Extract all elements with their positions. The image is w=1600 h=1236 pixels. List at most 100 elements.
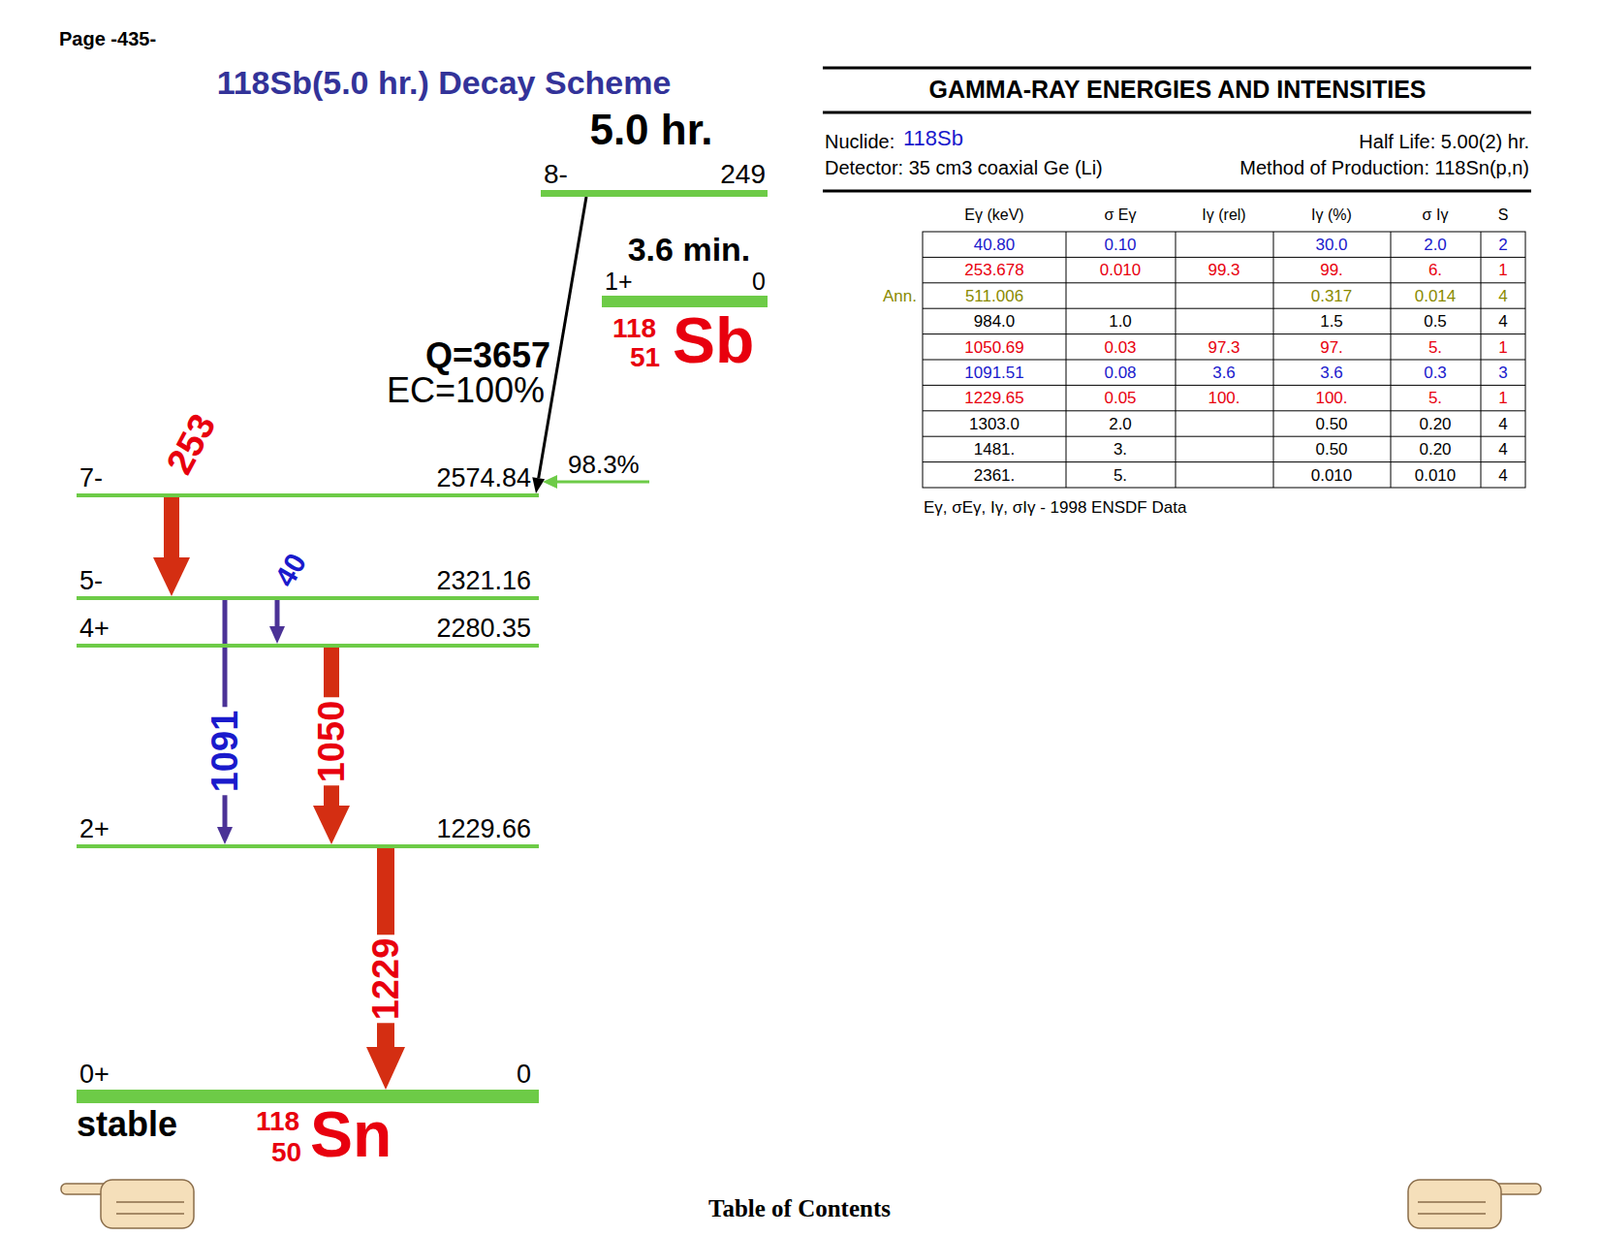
level-energy: 1229.66 <box>436 815 532 843</box>
table-cell: 2361. <box>973 467 1016 484</box>
hand-crease <box>1417 1212 1486 1215</box>
column-header: S <box>1498 207 1509 223</box>
transition-energy: 253 <box>158 405 223 482</box>
level-energy: 2574.84 <box>436 465 532 492</box>
table-rule <box>822 189 1532 193</box>
transition-energy: 40 <box>268 545 314 594</box>
gamma-transition <box>153 497 190 597</box>
feeding-arrowhead <box>542 474 558 489</box>
stability-note: stable <box>76 1106 178 1142</box>
mass-number: 118 <box>612 314 657 343</box>
table-cell: 0.08 <box>1103 364 1136 381</box>
table-cell: 1.5 <box>1319 313 1344 330</box>
transition-energy: 1050 <box>313 697 350 786</box>
table-cell: 0.03 <box>1103 339 1136 356</box>
table-cell: 0.10 <box>1103 236 1136 253</box>
column-header: σ Iγ <box>1422 207 1449 223</box>
gamma-transition <box>313 647 350 845</box>
nav-link: Table of Contents <box>708 1195 891 1221</box>
table-cell: 5. <box>1428 339 1443 356</box>
arrow-shaft <box>163 497 180 558</box>
table-cell: 984.0 <box>973 313 1016 330</box>
table-cell: 0.010 <box>1311 467 1353 484</box>
grid-line <box>922 308 1526 310</box>
half-life: 3.6 min. <box>627 232 752 266</box>
table-cell: 0.5 <box>1423 313 1447 330</box>
table-cell: 0.014 <box>1414 287 1457 305</box>
mass-number: 118 <box>255 1107 300 1135</box>
table-cell: 30.0 <box>1315 236 1348 253</box>
table-grid <box>922 231 1526 488</box>
nuclide-name: 118Sb <box>903 127 964 150</box>
energy-level: 0+0stable <box>76 1058 539 1103</box>
atomic-number: 51 <box>629 344 660 372</box>
arrow-head <box>532 476 545 494</box>
table-footnote: Eγ, σEγ, Iγ, σIγ - 1998 ENSDF Data <box>923 499 1187 516</box>
table-cell: 1 <box>1498 339 1507 356</box>
table-cell: 1 <box>1498 261 1507 279</box>
half-life: Half Life: 5.00(2) hr. <box>1358 131 1530 152</box>
spin-parity: 4+ <box>79 615 110 642</box>
grid-line <box>922 409 1526 411</box>
table-cell: 2.0 <box>1423 236 1447 253</box>
table-cell: 0.010 <box>1099 261 1142 279</box>
column-header: σ Eγ <box>1104 207 1137 223</box>
grid-line <box>922 333 1526 335</box>
spin-parity: 8- <box>543 160 568 189</box>
page-title: 118Sb(5.0 hr.) Decay Scheme <box>217 65 672 99</box>
table-rule <box>822 66 1532 70</box>
table-cell: 253.678 <box>964 261 1024 279</box>
level-energy: 2321.16 <box>436 567 532 595</box>
table-cell: 5. <box>1113 467 1128 484</box>
table-cell: 3.6 <box>1319 364 1344 381</box>
half-life: 5.0 hr. <box>589 108 713 152</box>
spin-parity: 2+ <box>79 815 110 843</box>
energy-level: 5.0 hr.8-249 <box>540 158 768 197</box>
energy-level: 2+ 1229.66 <box>76 813 539 848</box>
table-cell: 1229.65 <box>964 389 1024 407</box>
hand-crease <box>116 1200 185 1203</box>
hand-palm <box>100 1179 194 1228</box>
table-cell: 99.3 <box>1207 261 1240 279</box>
hand-crease <box>116 1212 185 1215</box>
grid-line <box>922 461 1526 463</box>
level-energy: 0 <box>516 1061 532 1088</box>
arrow-head <box>269 626 285 644</box>
table-cell: 1091.51 <box>964 364 1024 381</box>
table-cell: 0.20 <box>1418 415 1451 433</box>
table-title: GAMMA-RAY ENERGIES AND INTENSITIES <box>928 77 1426 102</box>
table-cell: 1.0 <box>1108 313 1132 330</box>
gamma-transition <box>366 847 406 1090</box>
table-cell: 3 <box>1498 364 1507 381</box>
table-cell: 40.80 <box>973 236 1016 253</box>
table-cell: 97.3 <box>1207 339 1240 356</box>
energy-level: 4+ 2280.35 <box>76 612 539 648</box>
table-cell: 100. <box>1207 389 1240 407</box>
pointing-hand-left <box>61 1179 194 1228</box>
grid-line <box>922 256 1526 258</box>
table-cell: 6. <box>1428 261 1443 279</box>
table-cell: 511.006 <box>965 287 1024 305</box>
table-grid-lines <box>922 231 1526 488</box>
spin-parity: 7- <box>79 465 103 492</box>
table-cell: 0.50 <box>1315 440 1348 458</box>
arrow-head <box>313 805 350 845</box>
table-cell: 100. <box>1315 389 1348 407</box>
feeding-percent: 98.3% <box>567 451 640 477</box>
table-cell: 1481. <box>973 440 1016 458</box>
level-energy: 249 <box>720 160 766 189</box>
page-number: Page -435- <box>59 29 157 49</box>
table-cell: 2 <box>1498 236 1507 253</box>
row-note: Ann. <box>882 287 917 305</box>
transition-energy: 1229 <box>367 935 405 1024</box>
energy-level: 3.6 min.1+0 <box>601 264 768 308</box>
table-cell: 1303.0 <box>969 415 1020 433</box>
spin-parity: 5- <box>79 567 103 595</box>
table-cell: 3.6 <box>1212 364 1236 381</box>
table-cell: 1050.69 <box>964 339 1024 356</box>
table-cell: 0.05 <box>1103 389 1136 407</box>
level-energy: 2280.35 <box>436 615 532 642</box>
grid-line <box>922 282 1526 283</box>
